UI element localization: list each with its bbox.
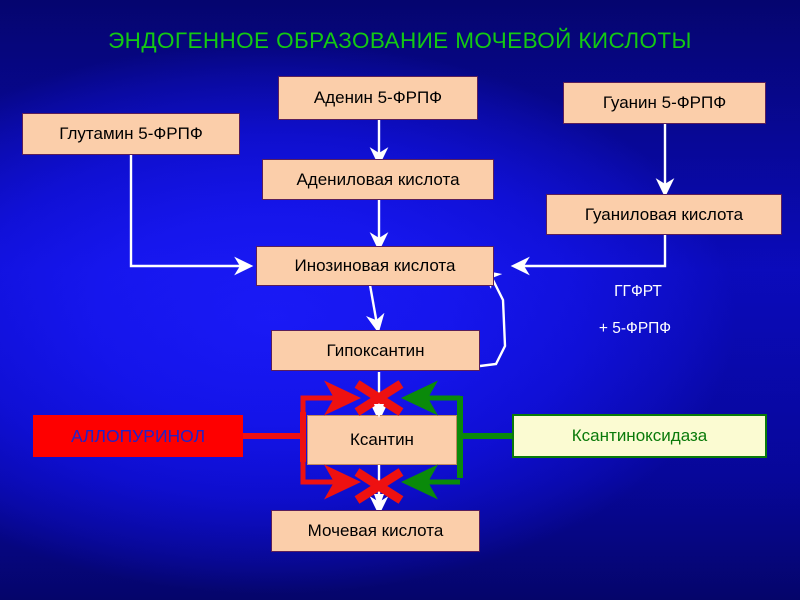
node-allopurinol[interactable]: АЛЛОПУРИНОЛ bbox=[33, 415, 243, 457]
blocker-upper bbox=[354, 380, 404, 416]
label-hgprt: ГГФРТ bbox=[614, 283, 662, 300]
node-glutamine-prpp[interactable]: Глутамин 5-ФРПФ bbox=[22, 113, 240, 155]
page-title: ЭНДОГЕННОЕ ОБРАЗОВАНИЕ МОЧЕВОЙ КИСЛОТЫ bbox=[108, 28, 692, 53]
node-adenine-prpp[interactable]: Аденин 5-ФРПФ bbox=[278, 76, 478, 120]
edge-inosinic-to-hypoxanthine bbox=[366, 284, 385, 334]
node-adenylic-acid[interactable]: Адениловая кислота bbox=[262, 159, 494, 200]
label-plus-prpp: + 5-ФРПФ bbox=[598, 320, 672, 337]
node-xanthine-oxidase[interactable]: Ксантиноксидаза bbox=[512, 414, 767, 458]
node-xanthine[interactable]: Ксантин bbox=[307, 415, 457, 465]
node-inosinic-acid[interactable]: Инозиновая кислота bbox=[256, 246, 494, 286]
node-guanine-prpp[interactable]: Гуанин 5-ФРПФ bbox=[563, 82, 766, 124]
edge-guanylic-to-inosinic bbox=[510, 234, 667, 276]
node-hypoxanthine[interactable]: Гипоксантин bbox=[271, 330, 480, 371]
node-guanylic-acid[interactable]: Гуаниловая кислота bbox=[546, 194, 782, 235]
node-uric-acid[interactable]: Мочевая кислота bbox=[271, 510, 480, 552]
blocker-lower bbox=[354, 468, 404, 504]
edge-glutamine-to-inosinic bbox=[129, 155, 254, 276]
edge-salvage-hgprt bbox=[479, 269, 507, 368]
